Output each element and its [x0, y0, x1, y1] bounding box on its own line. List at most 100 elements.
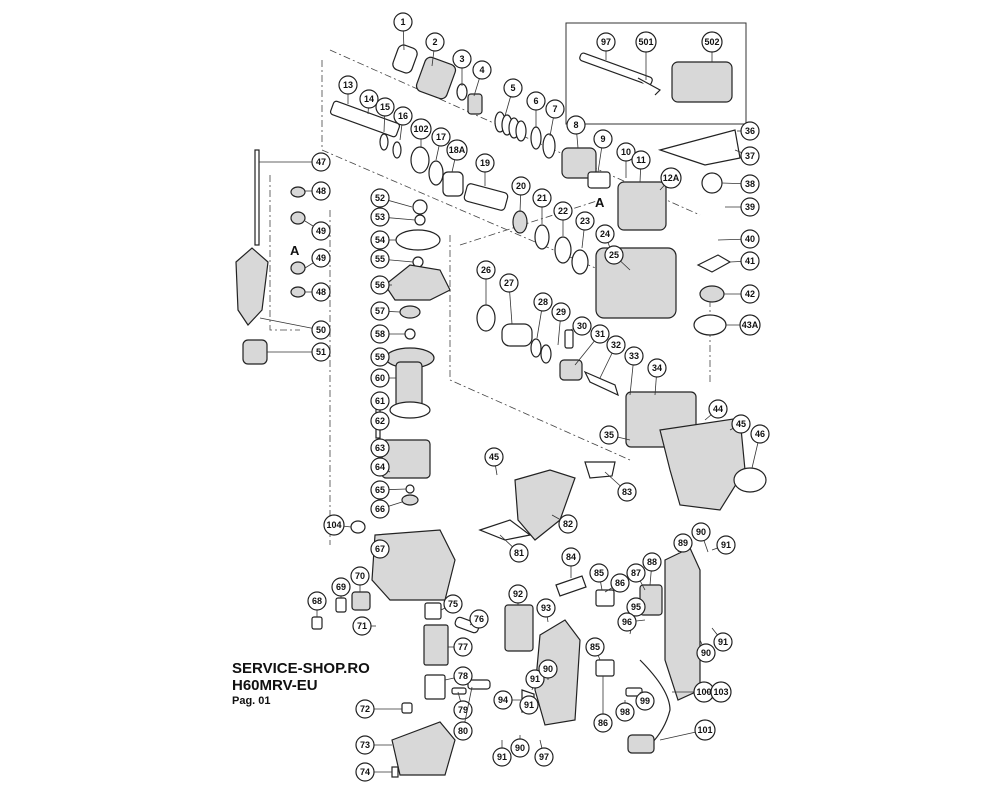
callout-label: 22 [558, 206, 568, 216]
callout-74: 74 [355, 762, 392, 782]
callout-circle [370, 411, 390, 431]
part-43a-shape [693, 314, 727, 336]
part-92-shape [504, 604, 534, 652]
callout-circle [370, 391, 390, 411]
callout-21: 21 [532, 188, 552, 224]
callout-circle [606, 335, 626, 355]
callout-circle [660, 167, 682, 189]
callout-circle [599, 425, 619, 445]
callout-label: 12A [663, 173, 680, 183]
callout-13: 13 [338, 75, 358, 104]
callout-circle [551, 302, 571, 322]
part-15-shape [379, 133, 389, 151]
callout-circle [338, 75, 358, 95]
callout-label: 90 [701, 648, 711, 658]
callout-circle [713, 632, 733, 652]
part-68-shape [311, 616, 323, 630]
callout-80: 80 [453, 686, 473, 741]
armature-60-shape [395, 361, 423, 408]
callout-circle [503, 78, 523, 98]
callout-circle [615, 702, 635, 722]
callout-circle [740, 197, 760, 217]
callout-circle [311, 342, 331, 362]
callout-label: 14 [364, 94, 374, 104]
callout-label: 25 [609, 250, 619, 260]
callout-label: 6 [533, 96, 538, 106]
callout-label: 28 [538, 297, 548, 307]
callout-label: 36 [745, 126, 755, 136]
callout-502: 502 [701, 31, 723, 62]
callout-63: 63 [370, 438, 390, 458]
part-14-shape [329, 100, 401, 138]
callout-label: 48 [316, 186, 326, 196]
callout-75: 75 [440, 594, 463, 614]
callout-86: 86 [593, 676, 613, 733]
part-85a-shape [595, 589, 615, 607]
callout-37: 37 [734, 146, 760, 166]
part-6-shape [530, 126, 542, 150]
callout-label: 74 [360, 767, 370, 777]
callout-circle [311, 282, 331, 302]
part-37-shape [657, 129, 741, 166]
callout-51: 51 [267, 342, 331, 362]
callout-label: 66 [375, 504, 385, 514]
gear-54-shape [395, 229, 441, 251]
callout-circle [311, 152, 331, 172]
part-2-shape [415, 56, 457, 100]
part-93-shape [534, 619, 581, 726]
callout-91: 91 [519, 695, 539, 715]
part-49b-shape [290, 261, 306, 275]
callout-circle [323, 514, 345, 536]
accessories-frame [565, 22, 747, 125]
part-72-shape [401, 702, 413, 714]
callout-56: 56 [370, 275, 392, 295]
case-503-shape [671, 61, 733, 103]
callout-label: 50 [316, 325, 326, 335]
callout-circle [453, 666, 473, 686]
callout-48: 48 [305, 282, 331, 302]
callout-95: 95 [626, 597, 646, 635]
part-48a-shape [290, 186, 306, 198]
callout-circle [635, 31, 657, 53]
callout-52: 52 [370, 188, 413, 208]
callout-circle [626, 597, 646, 617]
callout-label: 39 [745, 202, 755, 212]
part-8-shape [561, 147, 597, 179]
callout-label: 30 [577, 321, 587, 331]
callout-96: 96 [617, 612, 646, 632]
callout-circle [370, 457, 390, 477]
callout-25: 25 [604, 245, 631, 271]
part-56-shape [384, 264, 451, 301]
callout-2: 2 [425, 32, 445, 67]
knob-51-shape [242, 339, 268, 365]
callout-label: 70 [355, 571, 365, 581]
callout-4: 4 [472, 60, 492, 97]
callout-71: 71 [352, 616, 376, 636]
rod-47-shape [254, 149, 260, 246]
part-7-shape [542, 133, 556, 159]
callout-91: 91 [525, 669, 545, 691]
callout-label: 103 [713, 687, 728, 697]
callout-label: 99 [640, 696, 650, 706]
callout-circle [566, 115, 586, 135]
callout-90: 90 [510, 735, 530, 758]
callout-circle [359, 89, 379, 109]
callout-circle [511, 176, 531, 196]
callout-65: 65 [370, 480, 407, 500]
callout-circle [453, 721, 473, 741]
callout-81: 81 [499, 534, 529, 563]
part-28-shape [530, 338, 542, 358]
part-80-shape [467, 679, 491, 690]
callout-6: 6 [526, 91, 546, 128]
part-46-shape [733, 467, 767, 493]
callout-circle [750, 424, 770, 444]
callout-24: 24 [595, 224, 615, 249]
callout-circle [393, 106, 413, 126]
callout-circle [545, 99, 565, 119]
callout-70: 70 [350, 566, 370, 592]
spring-5-shape [494, 111, 527, 142]
callout-label: 86 [598, 718, 608, 728]
callout-label: 65 [375, 485, 385, 495]
callout-circle [393, 12, 413, 32]
callout-label: 46 [755, 429, 765, 439]
